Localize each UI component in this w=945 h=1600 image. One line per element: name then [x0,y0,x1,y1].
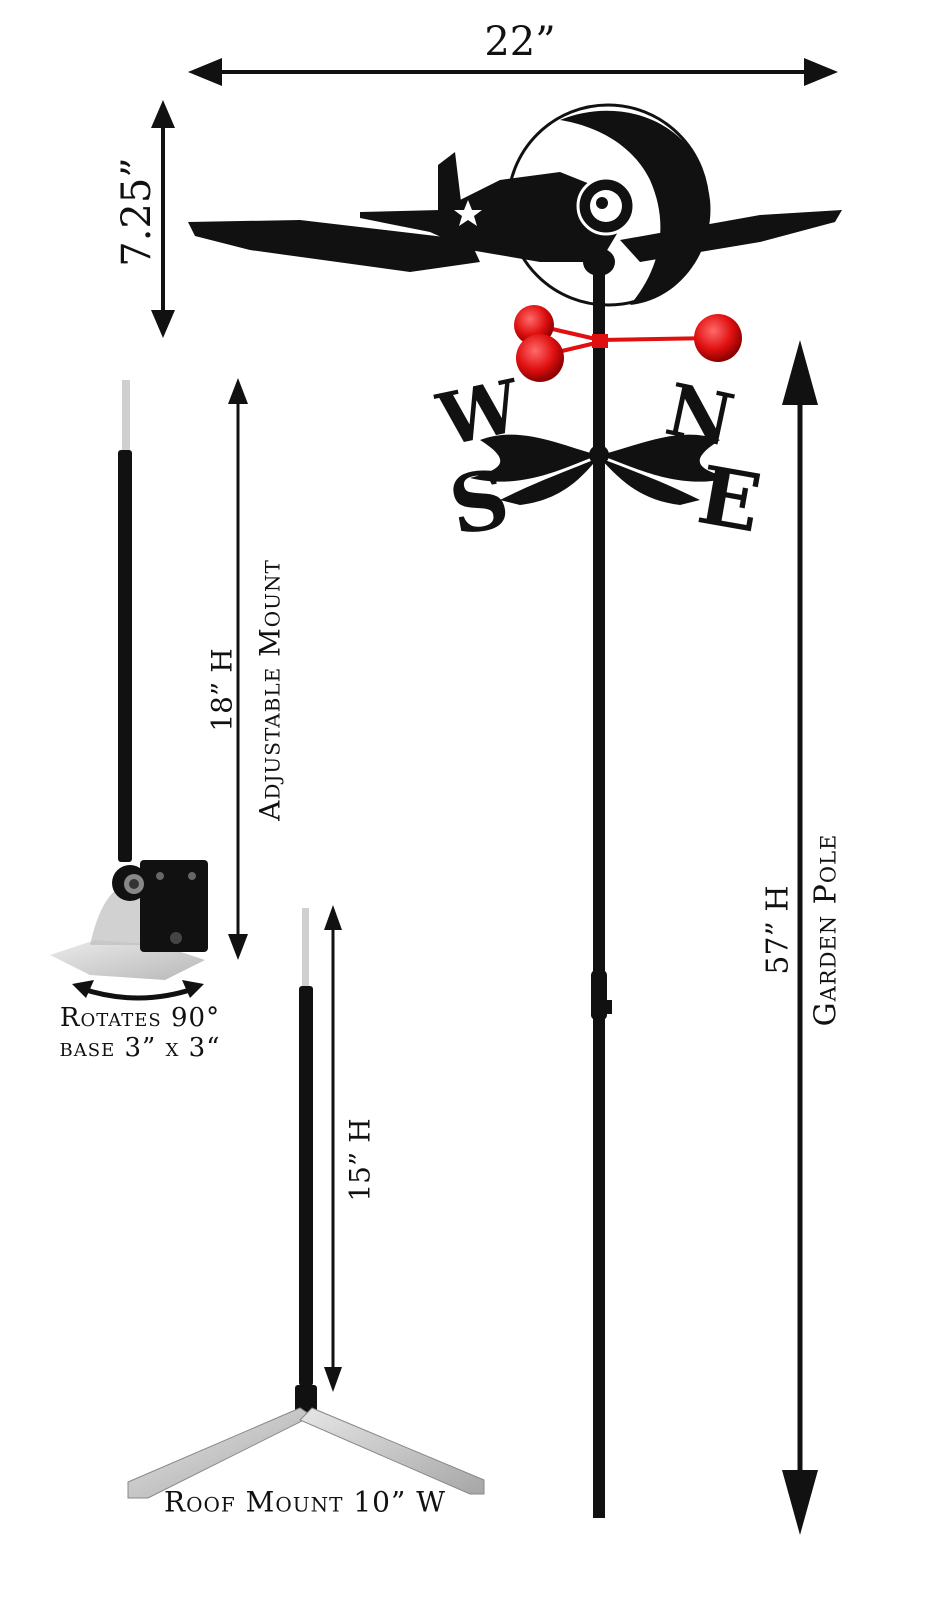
adjustable-mount [50,380,208,1001]
compass-west-letter: W [430,362,529,462]
adjustable-mount-name-label: Adjustable Mount [253,559,287,821]
rotate-arrow-icon [79,985,197,1001]
adjustable-mount-height-arrow [228,378,248,960]
width-dimension-arrow [188,58,838,86]
cup-right [694,314,742,362]
compass-north-letter: N [659,366,741,463]
garden-pole-height-label: 57” H [760,885,796,975]
height-dimension-arrow [151,100,175,338]
roof-mount-height-arrow [324,905,342,1392]
roof-mount [127,908,485,1499]
roof-mount-name-label: Roof Mount 10” W [164,1485,446,1519]
compass-east-letter: E [692,448,768,551]
rotation-label: Rotates 90° [59,1003,221,1033]
base-size-label: base 3” x 3“ [59,1033,221,1063]
roof-mount-height-label: 15” H [343,1118,377,1202]
garden-pole [591,260,612,1518]
width-dimension-label: 22” [484,19,556,65]
cup-left-bottom [516,334,564,382]
airplane-silhouette [188,103,842,307]
anemometer [514,305,742,382]
compass-directional: W S N E [430,362,768,553]
adjustable-mount-height-label: 18” H [205,648,239,732]
height-dimension-label: 7.25” [114,157,160,267]
garden-pole-name-label: Garden Pole [808,833,844,1027]
garden-pole-height-arrow [782,340,818,1535]
